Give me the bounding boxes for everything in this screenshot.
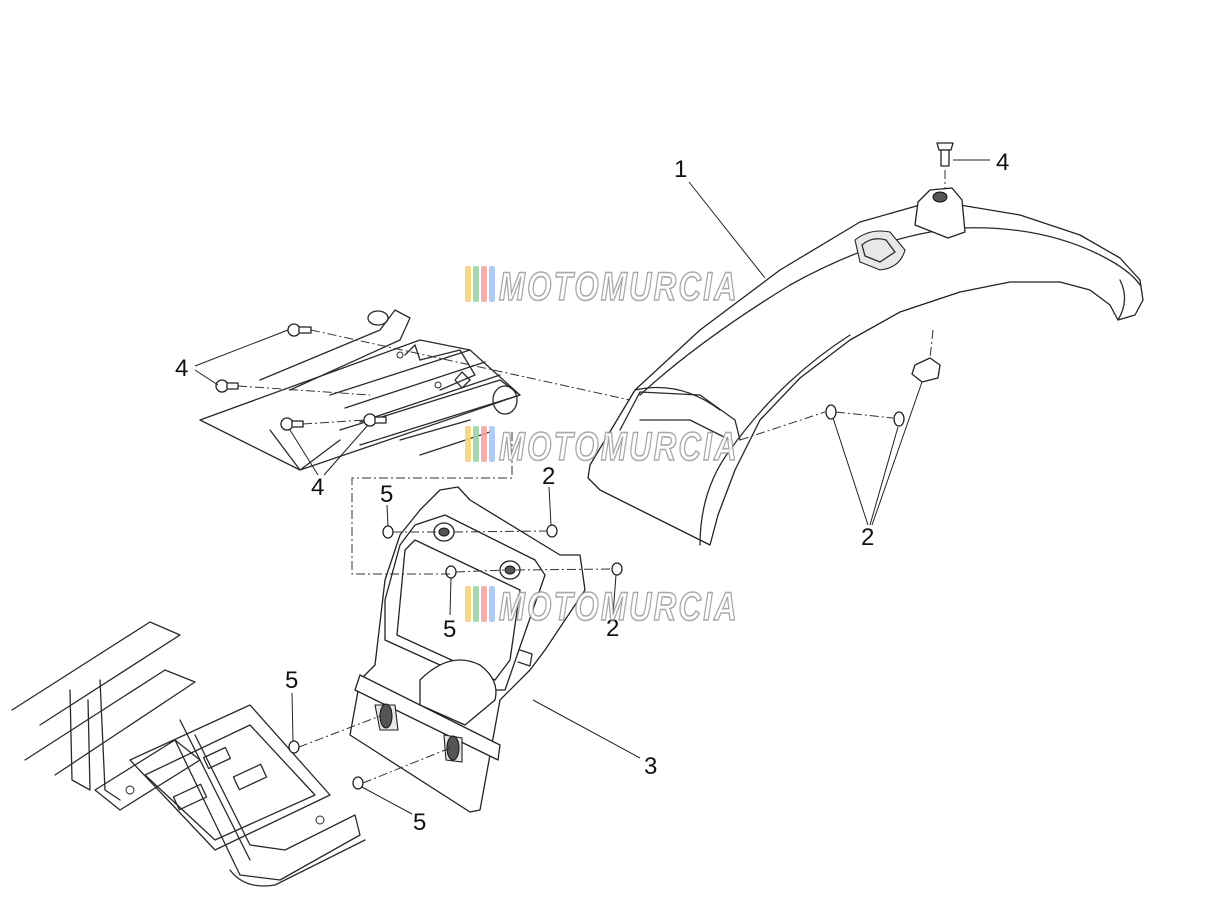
watermark-stripe-3 <box>481 586 487 622</box>
watermark-stripe-1 <box>465 426 471 462</box>
watermark-middle: MOTOMURCIA <box>465 424 739 470</box>
washer-2 <box>445 565 457 579</box>
leader-lines <box>194 159 990 815</box>
fasteners <box>215 142 954 790</box>
callout-2-bottom: 2 <box>606 615 619 642</box>
callouts: 1 4 4 4 2 2 2 5 5 5 5 3 <box>175 149 1009 836</box>
watermark-stripe-4 <box>489 266 495 302</box>
callout-1: 1 <box>674 156 687 183</box>
screw-top-right <box>936 142 954 167</box>
watermark-stripe-3 <box>481 266 487 302</box>
nut-right-2 <box>893 411 905 427</box>
washer-3 <box>288 740 300 754</box>
callout-5-bottom: 5 <box>413 809 426 836</box>
watermark-stripe-1 <box>465 266 471 302</box>
watermark-stripe-2 <box>473 266 479 302</box>
callout-4-top: 4 <box>996 149 1009 176</box>
callout-2-right: 2 <box>861 524 874 551</box>
watermark-stripe-4 <box>489 426 495 462</box>
screw-left-1 <box>287 323 312 337</box>
callout-5-left: 5 <box>285 667 298 694</box>
watermark-text: MOTOMURCIA <box>499 265 739 309</box>
callout-5-mid: 5 <box>443 616 456 643</box>
watermark-stripe-4 <box>489 586 495 622</box>
callout-5-top: 5 <box>380 481 393 508</box>
screw-left-3 <box>280 417 304 431</box>
screw-left-4 <box>363 413 387 427</box>
callout-4-left: 4 <box>175 355 188 382</box>
assembly-lines <box>237 170 946 784</box>
watermark-top: MOTOMURCIA <box>465 264 739 310</box>
watermark-stripe-1 <box>465 586 471 622</box>
rear-mudguard <box>587 187 1144 546</box>
watermark-stripe-2 <box>473 586 479 622</box>
callout-2-top: 2 <box>542 463 555 490</box>
callout-3: 3 <box>644 753 657 780</box>
lower-frame <box>11 621 366 887</box>
watermark-stripe-3 <box>481 426 487 462</box>
callout-4-lower: 4 <box>311 474 324 501</box>
screw-left-2 <box>215 379 239 393</box>
washer-4 <box>352 776 364 790</box>
rear-subframe <box>199 309 521 471</box>
nut-plate-1 <box>546 524 558 538</box>
watermark-bottom: MOTOMURCIA <box>465 584 739 630</box>
nut-plate-2 <box>611 562 623 576</box>
watermark-text: MOTOMURCIA <box>499 585 739 629</box>
washer-1 <box>382 525 394 539</box>
watermark-text: MOTOMURCIA <box>499 425 739 469</box>
watermark-stripe-2 <box>473 426 479 462</box>
nut-right-1 <box>825 404 837 420</box>
nut-mudguard <box>911 357 941 383</box>
